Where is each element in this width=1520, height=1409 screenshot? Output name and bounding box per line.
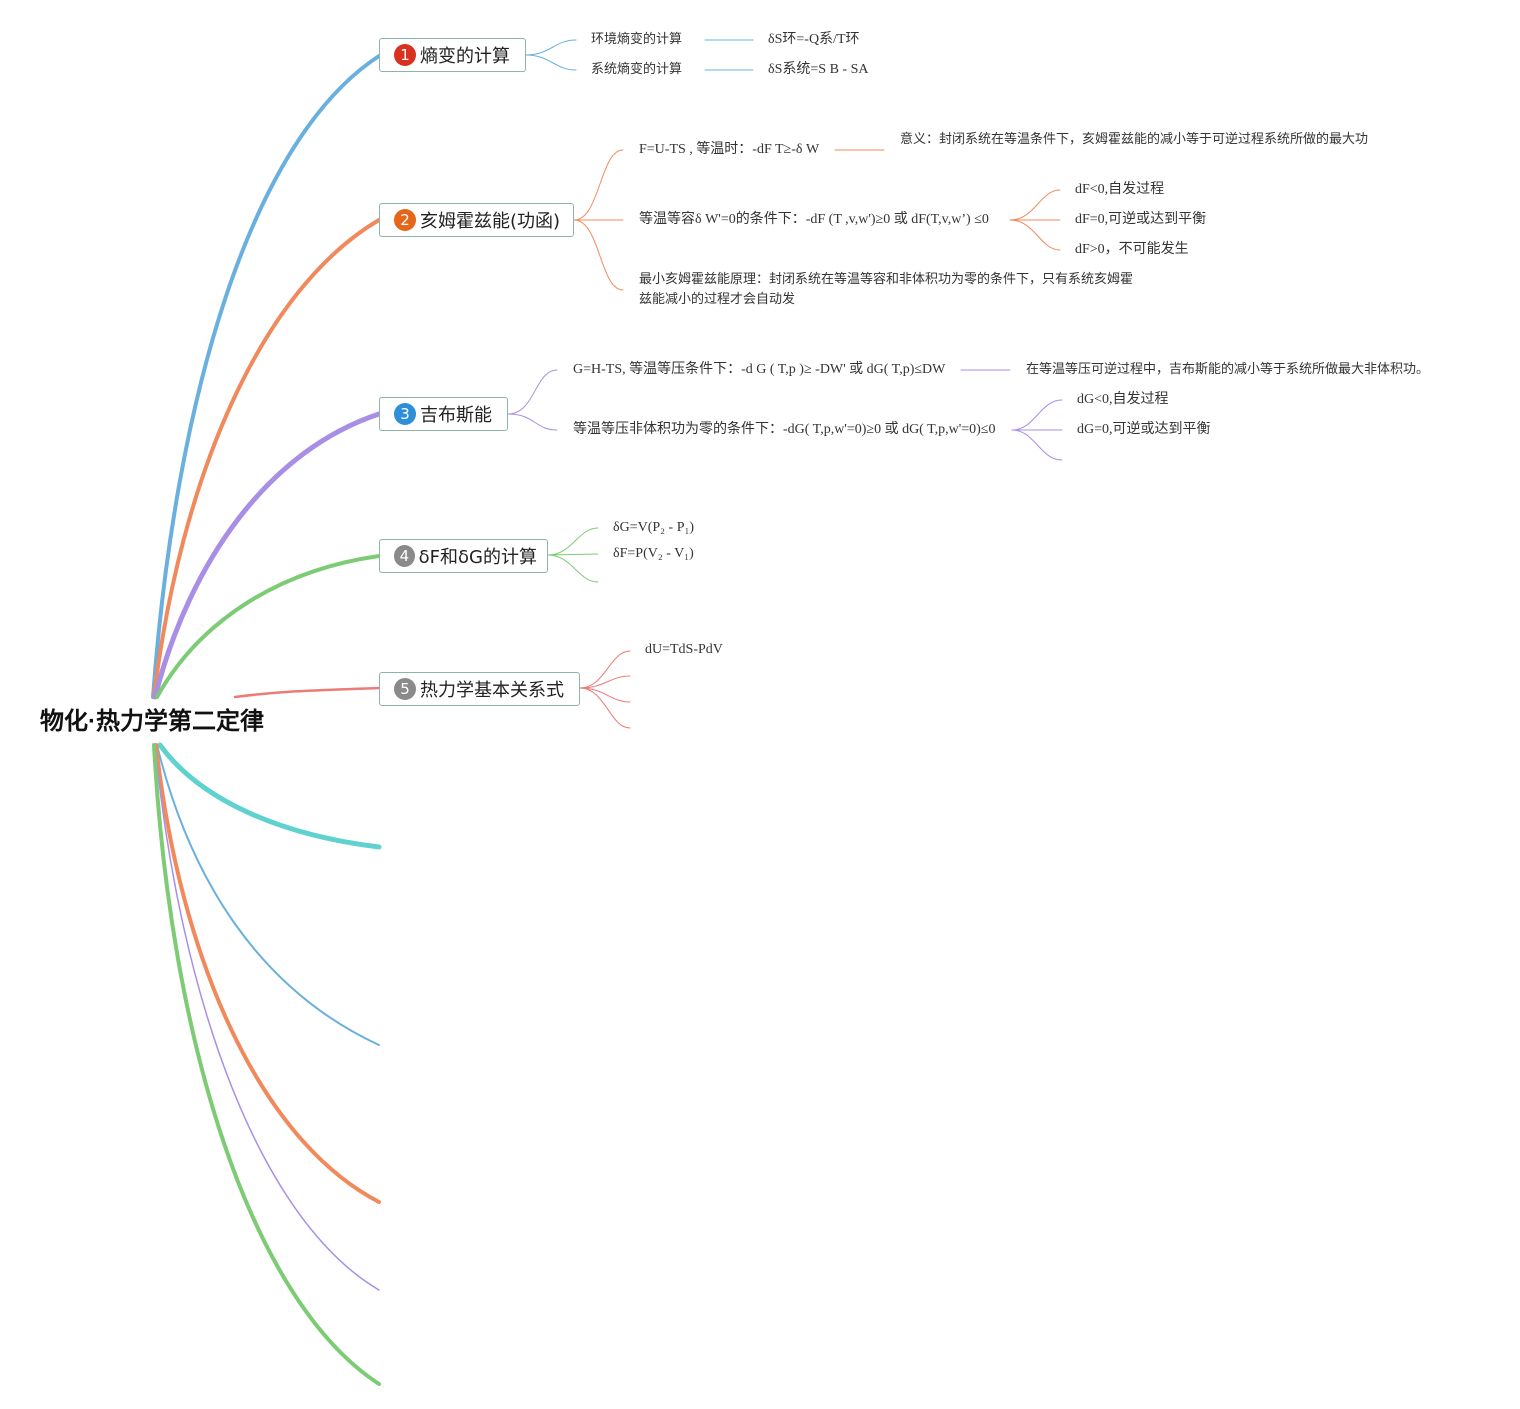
number-badge-2-icon: 2 <box>394 209 416 231</box>
t4-child-1[interactable]: δG=V(P₂ - P₁) <box>613 520 695 535</box>
topic-3[interactable]: 3 吉布斯能 <box>379 397 508 431</box>
t1-link-b <box>525 54 577 71</box>
branch-line-3 <box>152 411 382 700</box>
t2-child-1[interactable]: F=U-TS , 等温时：-dF T≥-δ W <box>639 142 820 157</box>
topic-3-label: 吉布斯能 <box>420 405 492 426</box>
branch-line-10 <box>152 743 381 1386</box>
number-badge-4-icon: 4 <box>394 545 415 567</box>
t2-sub-1[interactable]: dF<0,自发过程 <box>1075 182 1165 197</box>
t3-link-a <box>507 369 558 415</box>
branch-line-6 <box>157 742 382 850</box>
t3-child-1-detail[interactable]: 在等温等压可逆过程中，吉布斯能的减小等于系统所做最大非体积功。 <box>1026 362 1430 377</box>
topic-1[interactable]: 1 熵变的计算 <box>379 38 526 72</box>
t4-link-b <box>547 553 599 556</box>
topic-5-label: 热力学基本关系式 <box>420 680 564 701</box>
branch-line-2 <box>152 218 381 699</box>
number-badge-1-icon: 1 <box>394 44 416 66</box>
number-badge-5-icon: 5 <box>394 678 416 700</box>
t3-sub-2[interactable]: dG=0,可逆或达到平衡 <box>1077 422 1211 437</box>
t3-link-f <box>1011 429 1063 461</box>
t1-child-2[interactable]: 系统熵变的计算 <box>591 62 683 77</box>
t3-child-2[interactable]: 等温等压非体积功为零的条件下：-dG( T,p,w'=0)≥0 或 dG( T,… <box>573 422 996 437</box>
branch-line-1 <box>151 54 381 699</box>
t5-child-1[interactable]: dU=TdS-PdV <box>645 642 723 657</box>
t2-child-3[interactable]: 最小亥姆霍兹能原理：封闭系统在等温等容和非体积功为零的条件下，只有系统亥姆霍兹能… <box>639 272 1134 307</box>
t2-link-c <box>573 219 624 291</box>
t5-link-c <box>579 687 631 703</box>
t4-link-a <box>547 527 599 556</box>
t4-child-2[interactable]: δF=P(V₂ - V₁) <box>613 546 694 561</box>
t2-child-2[interactable]: 等温等容δ W'=0的条件下：-dF (T ,v,w')≥0 或 dF(T,v,… <box>639 212 989 227</box>
t2-child-1-detail[interactable]: 意义：封闭系统在等温条件下，亥姆霍兹能的减小等于可逆过程系统所做的最大功 <box>900 132 1369 147</box>
topic-1-label: 熵变的计算 <box>420 46 510 67</box>
t2-link-e <box>1009 189 1061 221</box>
branch-line-8 <box>154 743 381 1204</box>
t5-link-d <box>579 687 631 729</box>
t3-child-1[interactable]: G=H-TS, 等温等压条件下：-d G ( T,p )≥ -DW' 或 dG(… <box>573 362 946 377</box>
t2-sub-3[interactable]: dF>0，不可能发生 <box>1075 242 1189 257</box>
branch-line-5 <box>233 686 381 699</box>
t3-link-d <box>1011 399 1063 431</box>
t2-link-g <box>1009 219 1061 251</box>
t5-link-b <box>579 675 631 689</box>
t1-child-1[interactable]: 环境熵变的计算 <box>591 32 683 47</box>
t2-link-a <box>573 149 624 221</box>
branch-line-7 <box>156 744 380 1046</box>
branch-line-4 <box>155 554 381 699</box>
t5-link-a <box>579 650 631 689</box>
topic-4[interactable]: 4 δF和δG的计算 <box>379 539 548 573</box>
t1-child-2-detail[interactable]: δS系统=S B - SA <box>768 62 869 77</box>
topic-4-label: δF和δG的计算 <box>418 547 537 568</box>
t1-child-1-detail[interactable]: δS环=-Q系/T环 <box>768 32 860 47</box>
root-topic[interactable]: 物化·热力学第二定律 <box>40 708 264 735</box>
t2-sub-2[interactable]: dF=0,可逆或达到平衡 <box>1075 212 1207 227</box>
topic-2[interactable]: 2 亥姆霍兹能(功函) <box>379 203 574 237</box>
t1-link-a <box>525 39 577 56</box>
number-badge-3-icon: 3 <box>394 403 416 425</box>
topic-2-label: 亥姆霍兹能(功函) <box>420 211 561 232</box>
t3-link-b <box>507 413 558 431</box>
t4-link-c <box>547 554 599 583</box>
branch-line-9 <box>154 744 380 1291</box>
t3-sub-1[interactable]: dG<0,自发过程 <box>1077 392 1169 407</box>
topic-5[interactable]: 5 热力学基本关系式 <box>379 672 580 706</box>
